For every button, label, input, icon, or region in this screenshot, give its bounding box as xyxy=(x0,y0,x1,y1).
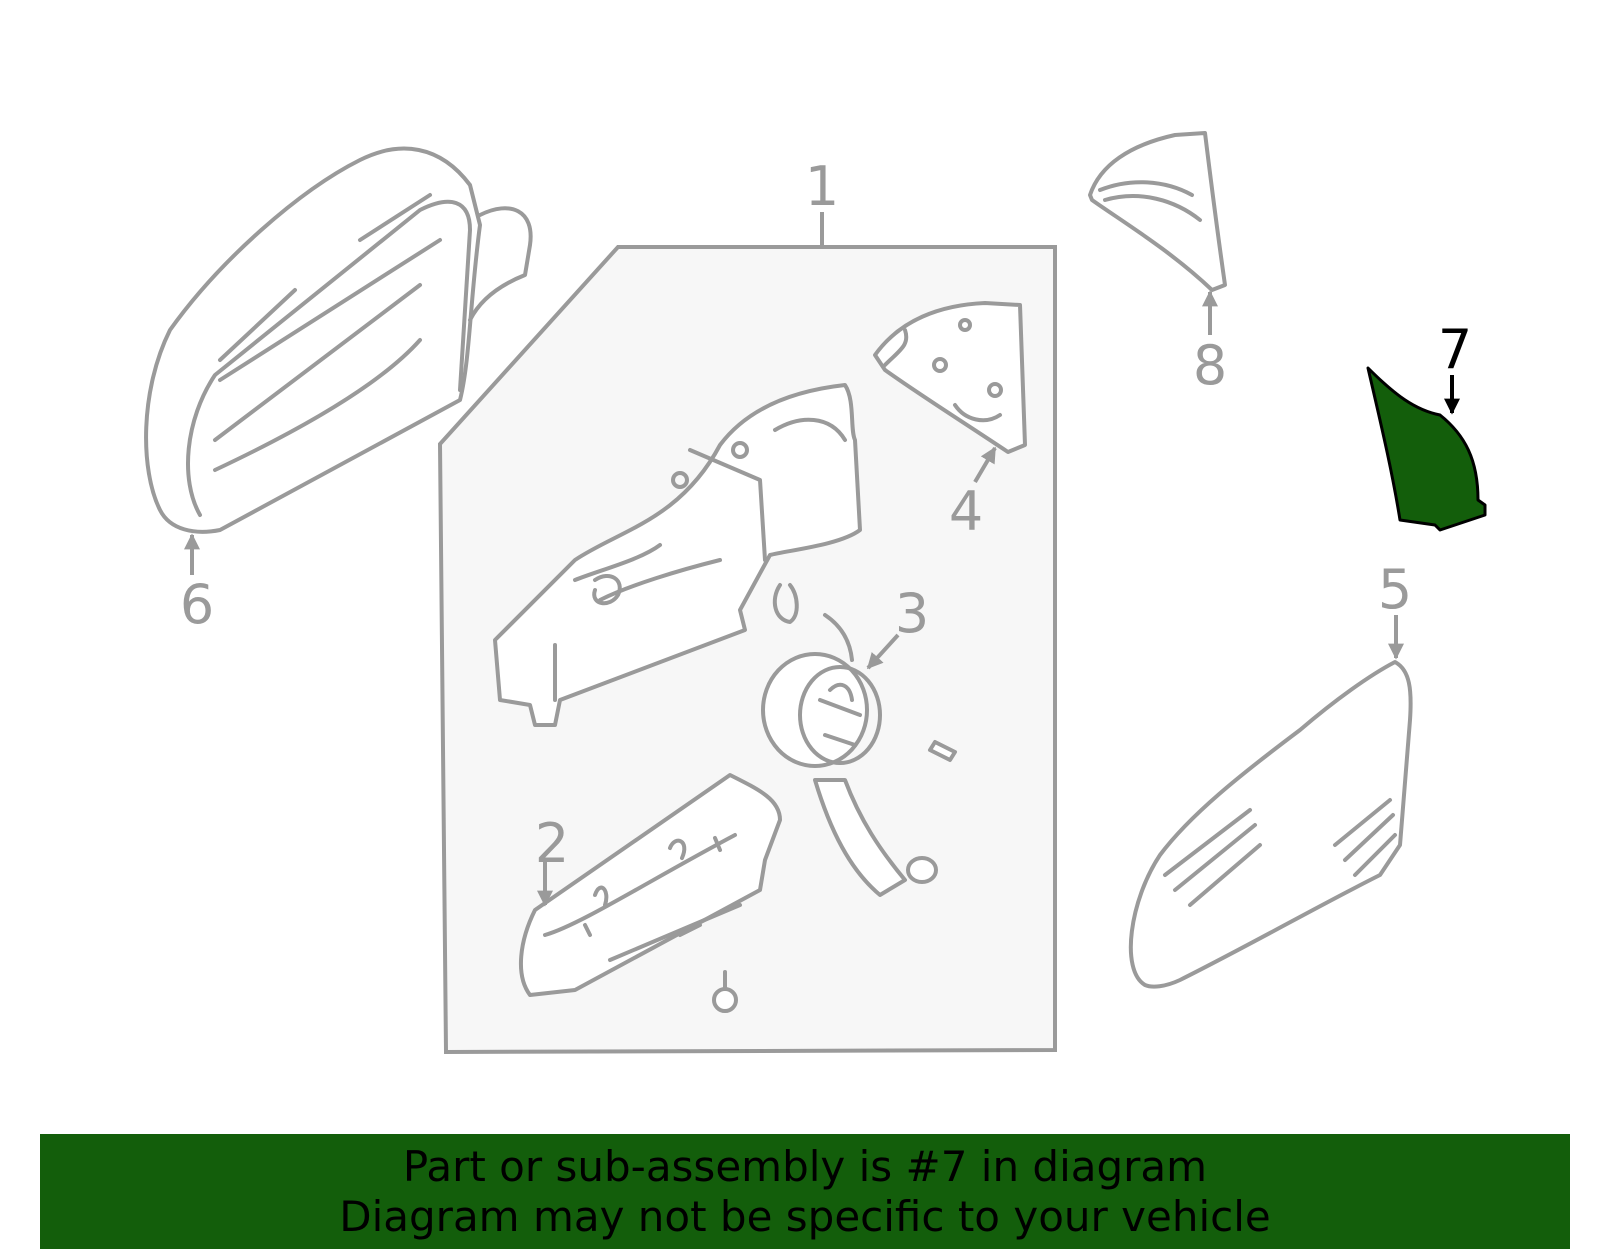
part-7-highlighted-trim xyxy=(1366,366,1487,532)
callout-1: 1 xyxy=(805,155,839,218)
part-8-cover-trim xyxy=(1088,131,1227,292)
leader-line-4 xyxy=(973,446,997,484)
part-5-mirror-glass xyxy=(1128,660,1413,989)
callout-5: 5 xyxy=(1378,558,1412,621)
part-4-backing-plate xyxy=(873,301,1027,454)
callout-4: 4 xyxy=(949,480,983,543)
banner-line-1: Part or sub-assembly is #7 in diagram xyxy=(402,1141,1208,1191)
banner-line-2: Diagram may not be specific to your vehi… xyxy=(339,1191,1271,1241)
assembly-panel xyxy=(437,245,1057,1055)
part-1-bracket-assembly xyxy=(493,383,862,727)
callout-8: 8 xyxy=(1193,334,1227,397)
leader-line-3 xyxy=(866,633,900,670)
part-3-motor xyxy=(761,613,957,897)
info-banner: Part or sub-assembly is #7 in diagram Di… xyxy=(40,1134,1570,1249)
callout-3: 3 xyxy=(895,582,929,645)
callout-6: 6 xyxy=(180,573,214,636)
part-6-mirror-housing xyxy=(144,146,533,534)
part-2-lower-cover xyxy=(518,773,782,1013)
callout-7: 7 xyxy=(1438,318,1472,381)
callout-2: 2 xyxy=(535,812,569,875)
